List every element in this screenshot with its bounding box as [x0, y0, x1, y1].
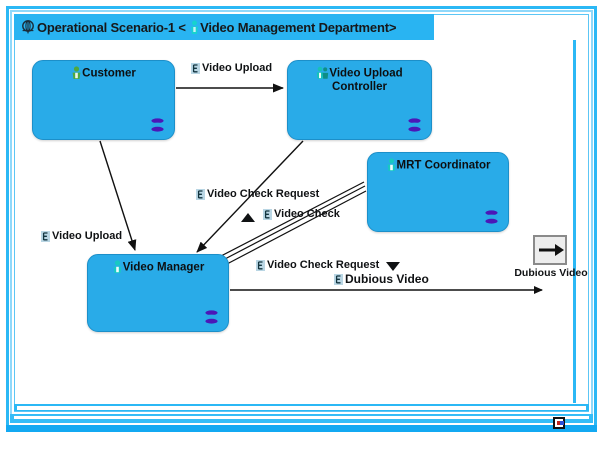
edge-label-video-upload-left[interactable]: Video Upload: [41, 230, 122, 242]
layers-icon: [151, 118, 164, 132]
message-direction-up-marker: [241, 213, 255, 222]
edge-video-manager-to-mrt-upper: [220, 181, 365, 257]
page-title: Operational Scenario-1 < Video Managemen…: [37, 20, 396, 35]
edge-label-text: Dubious Video: [345, 272, 429, 286]
output-gate-arrow-icon: [539, 244, 564, 256]
actor-green-icon: [72, 66, 81, 79]
layers-icon: [408, 118, 421, 132]
message-direction-down-marker: [386, 262, 400, 271]
edge-label-text: Video Upload: [52, 230, 123, 242]
frame-right-edge-line: [573, 40, 576, 403]
frame-band-gap-1: [17, 406, 586, 410]
edge-label-dubious-video[interactable]: Dubious Video: [334, 272, 429, 286]
edge-label-video-upload-top[interactable]: Video Upload: [191, 62, 272, 74]
node-label: Video Manager: [122, 261, 205, 274]
node-video-manager[interactable]: Video Manager: [87, 254, 229, 332]
node-mrt-coordinator-title: MRT Coordinator: [368, 158, 508, 173]
resize-handle-dot-red: [557, 421, 561, 425]
frame-band-gap-2: [14, 416, 589, 419]
edge-label-video-check-request-bottom[interactable]: Video Check Request: [256, 259, 379, 271]
edge-label-text: Video Check: [274, 208, 340, 220]
actor-icon: [191, 20, 199, 34]
edge-mrt-to-video-manager-lower: [226, 190, 367, 265]
frame-band-3: [6, 425, 597, 432]
edge-layer: [99, 83, 543, 294]
resize-handle-icon[interactable]: [553, 417, 565, 429]
layers-icon: [205, 310, 218, 324]
event-badge-icon: [191, 62, 200, 74]
event-badge-icon: [256, 259, 265, 271]
actor-teal-icon: [113, 260, 122, 273]
event-badge-icon: [263, 208, 272, 220]
node-label: Video Upload Controller: [329, 67, 403, 93]
node-video-upload-controller[interactable]: Video Upload Controller: [287, 60, 432, 140]
edge-video-manager-to-mrt-upper-2: [222, 185, 366, 261]
output-gate-label: Dubious Video: [514, 267, 588, 279]
node-video-manager-title: Video Manager: [88, 260, 228, 275]
node-label: MRT Coordinator: [396, 159, 491, 172]
title-suffix: >: [388, 19, 397, 35]
event-badge-icon: [334, 273, 343, 285]
layers-icon: [485, 210, 498, 224]
actor-teal-icon: [387, 158, 395, 171]
node-label: Customer: [82, 67, 136, 80]
edge-label-video-check[interactable]: Video Check: [263, 208, 340, 220]
edge-label-text: Video Upload: [202, 62, 273, 74]
edge-label-text: Video Check Request: [267, 259, 380, 271]
event-badge-icon: [196, 188, 205, 200]
diagram-canvas: Customer Video Upload Controller: [15, 40, 588, 403]
node-customer[interactable]: Customer: [32, 60, 175, 140]
diagram-title-bar[interactable]: Operational Scenario-1 < Video Managemen…: [14, 14, 434, 40]
event-badge-icon: [41, 230, 50, 242]
node-video-upload-controller-title: Video Upload Controller: [288, 66, 431, 95]
node-customer-title: Customer: [33, 66, 174, 81]
title-prefix: Operational Scenario-1 <: [37, 19, 190, 35]
node-mrt-coordinator[interactable]: MRT Coordinator: [367, 152, 509, 232]
actor-group-teal-icon: [317, 66, 329, 79]
edge-controller-to-video-manager: [196, 140, 304, 253]
operational-scenario-icon: [22, 20, 34, 34]
edge-label-video-check-request-top[interactable]: Video Check Request: [196, 188, 319, 200]
title-scope: Video Management Department: [200, 19, 389, 35]
resize-handle-dot-blue: [560, 421, 564, 425]
edge-customer-to-video-manager: [99, 140, 137, 251]
edge-label-text: Video Check Request: [207, 188, 320, 200]
